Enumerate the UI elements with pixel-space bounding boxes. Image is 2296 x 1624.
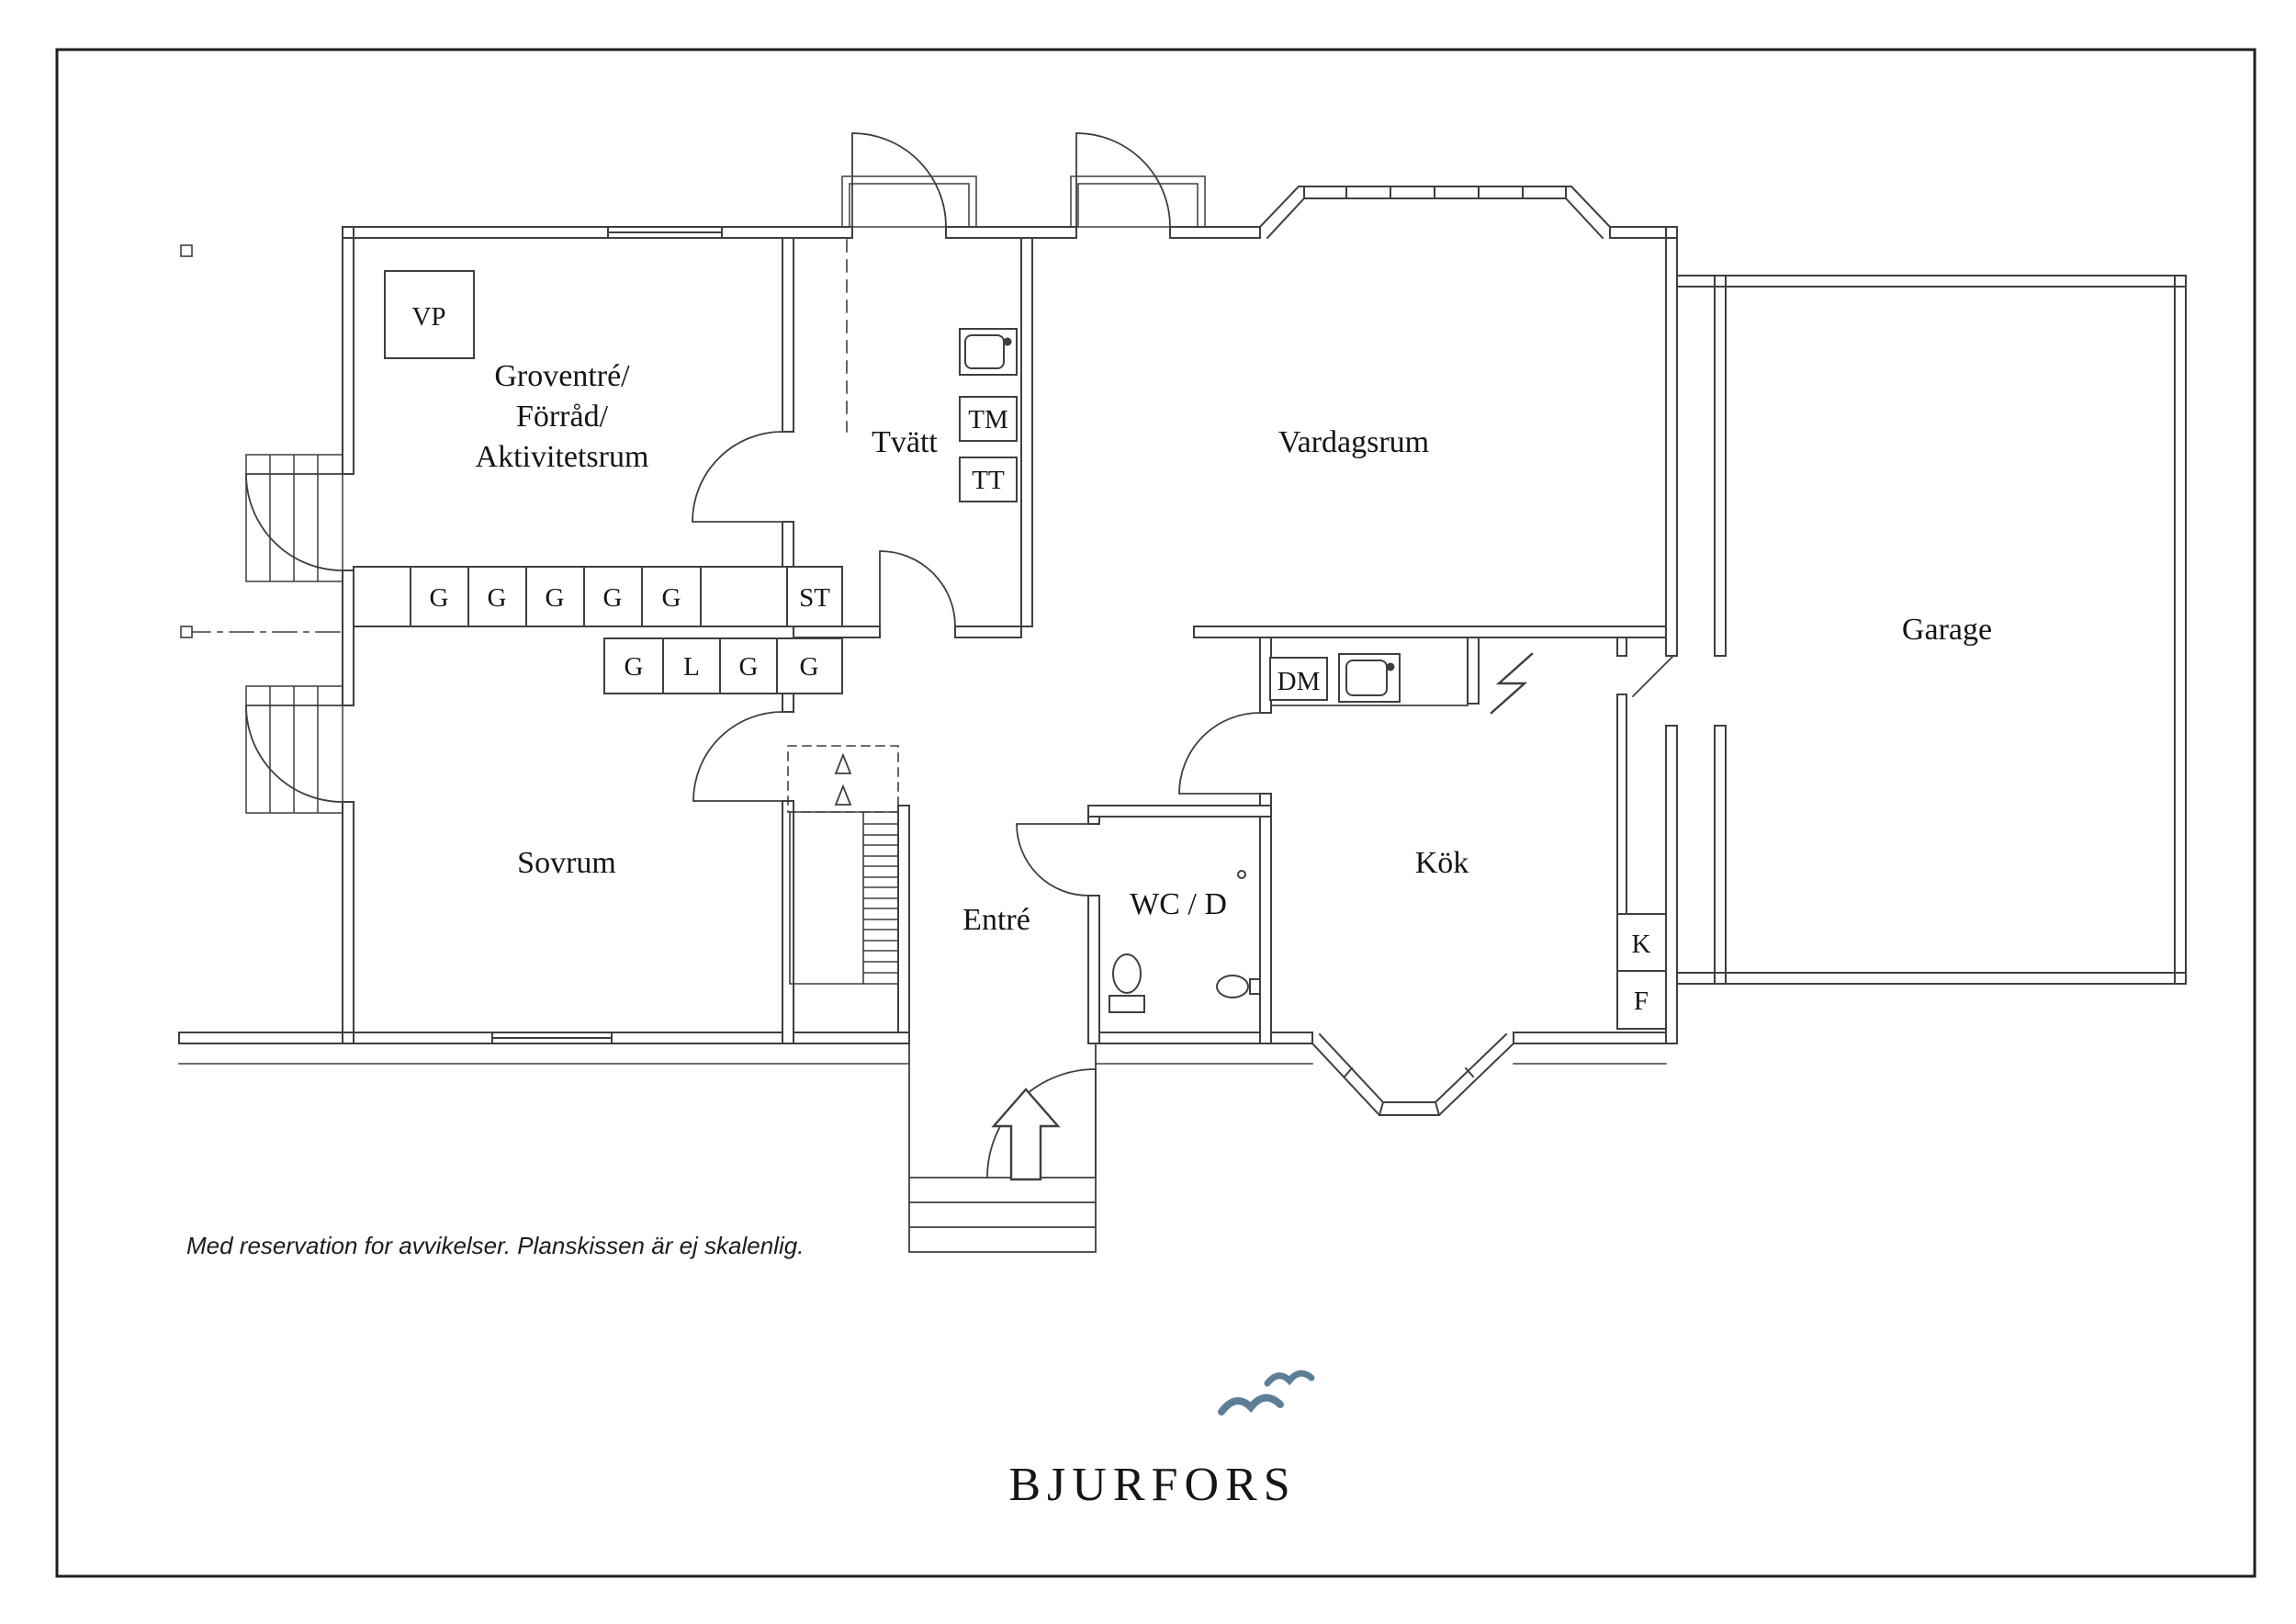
door-arc-side-lower	[245, 705, 343, 803]
door-arc-wc	[1016, 823, 1089, 897]
wc-fixtures	[1109, 870, 1261, 1013]
stove-icon	[1490, 652, 1534, 715]
window-top-wall	[607, 226, 723, 239]
closet-label: G	[430, 583, 449, 613]
interior-walls	[782, 237, 1667, 1044]
fixture-label-freezer: F	[1634, 987, 1649, 1016]
stairs	[789, 811, 899, 985]
closet-label: G	[662, 583, 681, 613]
door-arc-top-left	[851, 132, 947, 228]
stoop-side-upper	[245, 454, 343, 582]
fixture-label-st: ST	[799, 583, 830, 613]
door-garage-passage	[1631, 654, 1675, 698]
stoop-top-right	[1070, 175, 1206, 228]
toilet-tank	[1109, 995, 1145, 1013]
page-border	[55, 48, 2257, 1578]
brand-wordmark: BJURFORS	[1008, 1459, 1296, 1511]
disclaimer-text: Med reservation for avvikelser. Planskis…	[186, 1232, 804, 1259]
floor-drain-icon	[1237, 870, 1246, 879]
bird-icon	[1218, 1393, 1284, 1415]
doors	[245, 132, 1675, 1179]
plan-drawing	[178, 132, 2187, 1253]
entrance-steps	[908, 1043, 1097, 1253]
fridge-box	[1616, 913, 1667, 972]
door-arc-groventre	[692, 431, 783, 523]
fixture-label-tm: TM	[968, 405, 1008, 434]
laundry-fixtures	[959, 328, 1018, 502]
fixture-labels: VP TM TT ST DM K F	[411, 302, 1650, 1016]
freezer-box	[1616, 970, 1667, 1030]
bird-icon	[1264, 1370, 1315, 1387]
room-label-groventre-1: Groventré/	[494, 359, 630, 393]
faucet-icon	[1003, 337, 1012, 346]
kitchen-sink-basin	[1345, 660, 1388, 696]
faucet-icon	[1386, 662, 1395, 671]
closet-label: L	[683, 652, 700, 682]
fixture-label-fridge: K	[1632, 930, 1651, 959]
stoop-top-left	[841, 175, 977, 228]
laundry-sink-basin	[964, 334, 1005, 369]
room-label-groventre-3: Aktivitetsrum	[476, 440, 649, 474]
closet-label: G	[625, 652, 644, 682]
dryer-box	[959, 457, 1018, 502]
toilet-icon	[1112, 953, 1142, 994]
fixture-label-vp: VP	[411, 302, 445, 332]
bay-window-living	[1258, 186, 1612, 240]
door-arc-sovrum	[692, 711, 783, 802]
washing-machine-box	[959, 396, 1018, 442]
washbasin-icon	[1216, 975, 1249, 998]
door-arc-side-upper	[245, 473, 343, 571]
room-label-entre: Entré	[962, 903, 1030, 937]
closet-label: G	[800, 652, 819, 682]
fixture-label-dm: DM	[1277, 667, 1321, 696]
closet-label: G	[739, 652, 759, 682]
dishwasher-box	[1269, 657, 1328, 701]
window-bottom-wall	[491, 1032, 613, 1044]
stair-up-arrow-icon	[834, 784, 852, 806]
bay-window-kitchen	[1311, 1032, 1515, 1117]
room-label-kok: Kök	[1415, 846, 1469, 880]
closets	[353, 566, 843, 694]
room-label-vardagsrum: Vardagsrum	[1278, 425, 1429, 459]
room-label-sovrum: Sovrum	[517, 846, 616, 880]
garage-walls	[1676, 275, 2187, 985]
room-label-wc: WC / D	[1130, 887, 1227, 921]
room-label-garage: Garage	[1902, 613, 1992, 647]
kitchen-fixtures	[1269, 652, 1667, 1030]
door-arc-top-right	[1075, 132, 1171, 228]
closet-label: G	[546, 583, 565, 613]
door-arc-kok	[1178, 712, 1261, 795]
vp-box	[384, 270, 475, 359]
stoop-side-lower	[245, 685, 343, 814]
room-labels: Groventré/ Förråd/ Aktivitetsrum Tvätt V…	[476, 359, 1993, 937]
survey-marker	[180, 626, 193, 638]
closet-label: G	[603, 583, 623, 613]
closet-labels: G G G G G G L G G	[430, 583, 819, 682]
entrance-arrow-icon	[991, 1088, 1061, 1181]
stair-up-arrow-icon	[834, 752, 852, 774]
fixture-label-tt: TT	[972, 466, 1005, 495]
room-label-groventre-2: Förråd/	[516, 400, 609, 434]
door-arc-tvatt	[879, 550, 956, 627]
room-label-tvatt: Tvätt	[872, 425, 938, 459]
survey-marker	[180, 244, 193, 257]
closet-label: G	[488, 583, 507, 613]
bjurfors-logo: BJURFORS	[1008, 1370, 1315, 1511]
washbasin-tap	[1249, 978, 1261, 995]
